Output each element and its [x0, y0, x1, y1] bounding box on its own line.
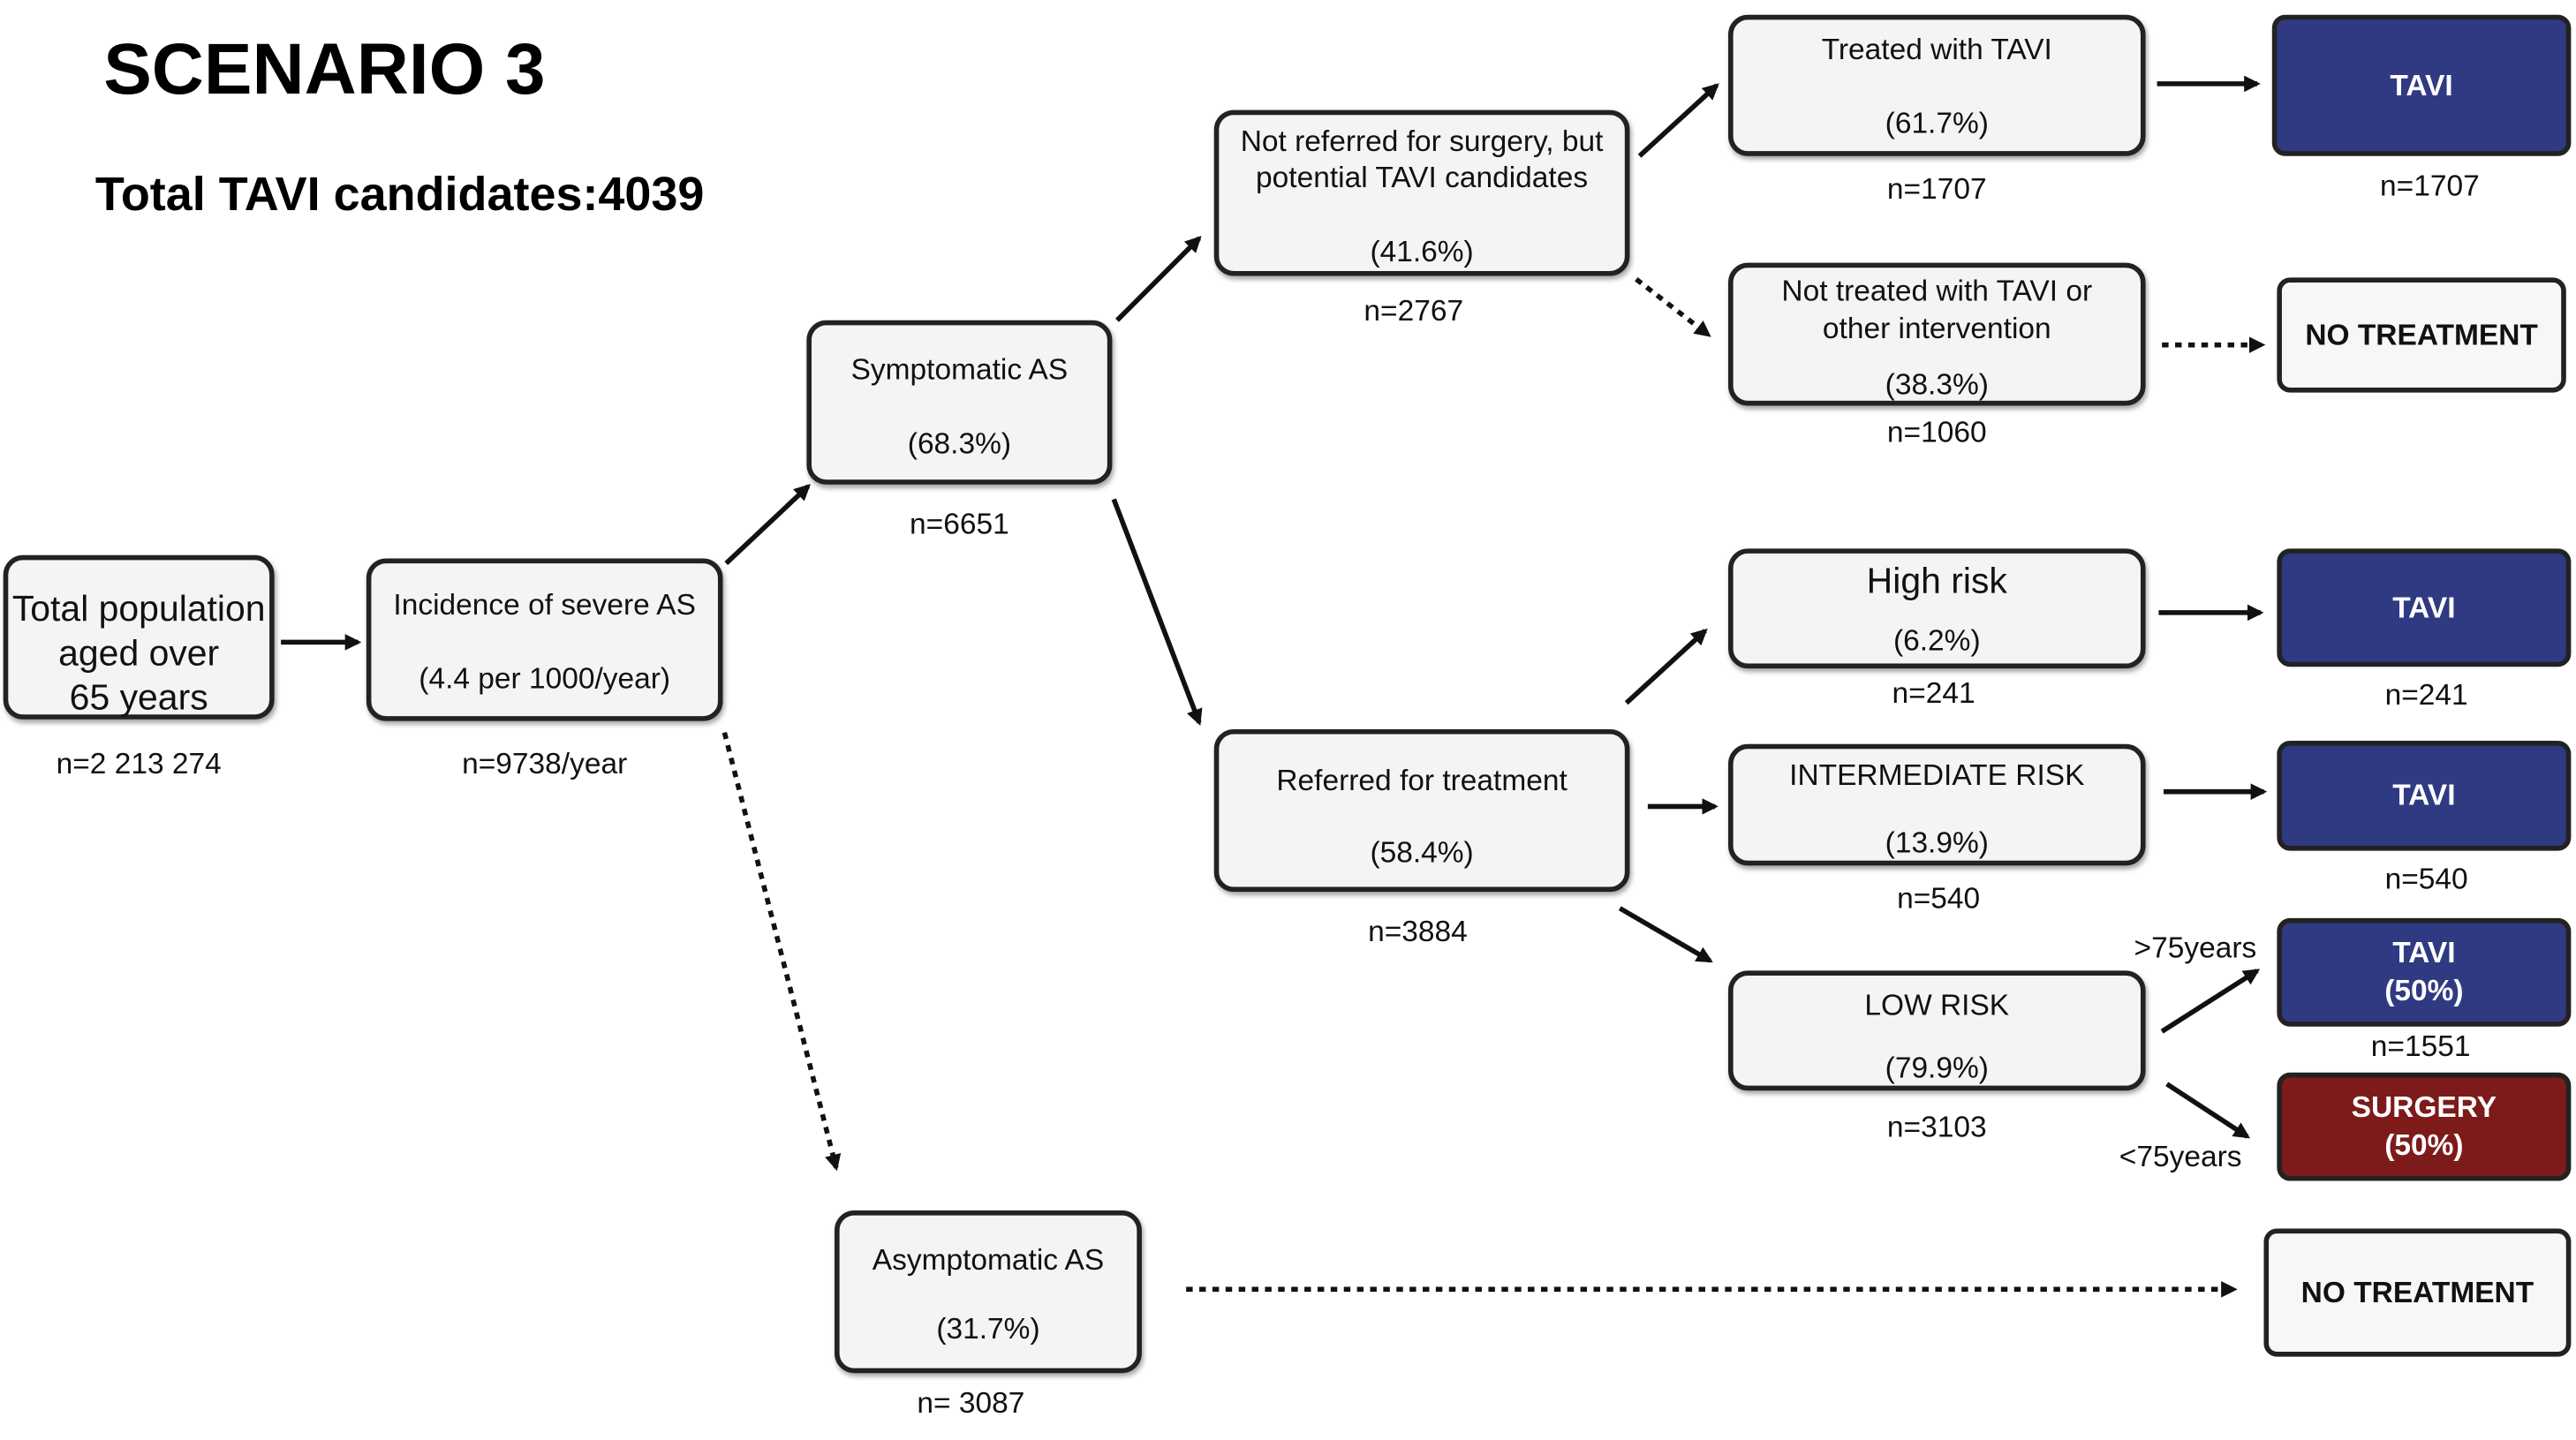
intermediate-risk-count: n=540 [1897, 881, 1981, 916]
asymptomatic-line1: Asymptomatic AS [872, 1243, 1105, 1277]
high-risk-count: n=241 [1892, 676, 1975, 710]
arrow-incidence-to-asymptomatic [721, 732, 842, 1172]
incidence-line2: (4.4 per 1000/year) [419, 661, 671, 695]
high-risk-line1: High risk [1866, 560, 2007, 601]
intermediate-risk-box: INTERMEDIATE RISK (13.9%) [1728, 743, 2146, 866]
treated-tavi-count: n=1707 [1886, 172, 1987, 206]
outcome-tavi-intermediate-count: n=540 [2384, 862, 2468, 895]
outcome-no-treatment-1-label: NO TREATMENT [2305, 317, 2538, 351]
arrow-symptomatic-to-referred [1111, 498, 1203, 727]
arrow-referred-to-high-risk [1624, 628, 1708, 705]
incidence-line1: Incidence of severe AS [393, 587, 696, 622]
high-risk-box: High risk (6.2%) [1728, 548, 2146, 669]
symptomatic-line2: (68.3%) [907, 426, 1012, 460]
age-over-75-label: >75years [2134, 931, 2257, 964]
population-line1: Total population [11, 587, 266, 630]
arrow-not-referred-to-treated [1637, 83, 1719, 158]
arrow-not-referred-to-not-treated [1635, 277, 1711, 337]
outcome-no-treatment-1: NO TREATMENT [2277, 277, 2566, 393]
high-risk-line2: (6.2%) [1892, 623, 1981, 658]
treated-tavi-line2: (61.7%) [1885, 106, 1989, 140]
not-treated-box: Not treated with TAVI or other intervent… [1728, 262, 2146, 406]
symptomatic-line1: Symptomatic AS [850, 352, 1069, 387]
referred-count: n=3884 [1368, 915, 1468, 948]
arrow-symptomatic-to-not-referred [1115, 236, 1202, 322]
outcome-tavi-low-risk-count: n=1551 [2370, 1029, 2471, 1063]
outcome-tavi-high-risk-label: TAVI [2392, 590, 2456, 623]
low-risk-line1: LOW RISK [1864, 988, 2010, 1022]
outcome-tavi-intermediate: TAVI [2277, 740, 2572, 851]
not-treated-line1: Not treated with TAVI or [1781, 274, 2093, 307]
outcome-no-treatment-2-label: NO TREATMENT [2300, 1275, 2534, 1308]
not-treated-line2: other intervention [1822, 312, 2051, 345]
not-referred-line2: potential TAVI candidates [1256, 161, 1589, 194]
total-candidates: Total TAVI candidates:4039 [94, 169, 705, 222]
outcome-tavi-low-risk-line2: (50%) [2384, 974, 2464, 1007]
outcome-tavi-intermediate-label: TAVI [2392, 778, 2456, 811]
referred-line2: (58.4%) [1370, 835, 1474, 870]
symptomatic-box: Symptomatic AS (68.3%) [806, 320, 1113, 485]
not-treated-line3: (38.3%) [1885, 367, 1989, 401]
low-risk-box: LOW RISK (79.9%) [1728, 970, 2146, 1091]
referred-box: Referred for treatment (58.4%) [1213, 728, 1630, 893]
outcome-tavi-low-risk-line1: TAVI [2392, 936, 2456, 969]
incidence-box: Incidence of severe AS (4.4 per 1000/yea… [366, 558, 723, 721]
asymptomatic-box: Asymptomatic AS (31.7%) [835, 1210, 1142, 1374]
population-count: n=2 213 274 [56, 747, 222, 780]
population-line2: aged over [58, 632, 220, 674]
low-risk-count: n=3103 [1886, 1110, 1987, 1143]
arrow-incidence-to-symptomatic [724, 484, 811, 566]
not-referred-line3: (41.6%) [1370, 235, 1474, 268]
arrow-low-risk-to-tavi [2160, 969, 2261, 1034]
population-box: Total population aged over 65 years [3, 554, 275, 720]
outcome-surgery-low-risk: SURGERY (50%) [2277, 1072, 2572, 1181]
outcome-surgery-low-risk-line2: (50%) [2384, 1128, 2464, 1162]
outcome-tavi-low-risk: TAVI (50%) [2277, 917, 2572, 1027]
population-line3: 65 years [69, 676, 208, 718]
symptomatic-count: n=6651 [910, 507, 1009, 541]
intermediate-risk-line1: INTERMEDIATE RISK [1789, 758, 2085, 792]
outcome-no-treatment-2: NO TREATMENT [2263, 1228, 2572, 1357]
treated-tavi-line1: Treated with TAVI [1821, 33, 2052, 66]
scenario-title: SCENARIO 3 [103, 29, 546, 110]
outcome-tavi-treated: TAVI [2271, 14, 2572, 156]
outcome-tavi-treated-label: TAVI [2390, 68, 2453, 102]
not-referred-box: Not referred for surgery, but potential … [1213, 109, 1630, 276]
not-treated-count: n=1060 [1886, 415, 1987, 449]
low-risk-line2: (79.9%) [1885, 1051, 1989, 1084]
outcome-tavi-high-risk: TAVI [2277, 548, 2572, 667]
asymptomatic-line2: (31.7%) [936, 1312, 1040, 1346]
outcome-tavi-high-risk-count: n=241 [2384, 678, 2468, 712]
age-under-75-label: <75years [2119, 1140, 2242, 1173]
not-referred-line1: Not referred for surgery, but [1240, 124, 1604, 158]
incidence-count: n=9738/year [462, 747, 628, 780]
outcome-surgery-low-risk-line1: SURGERY [2351, 1090, 2497, 1124]
outcome-tavi-treated-count: n=1707 [2380, 169, 2480, 202]
intermediate-risk-line2: (13.9%) [1885, 826, 1989, 859]
arrow-low-risk-to-surgery [2165, 1082, 2251, 1139]
not-referred-count: n=2767 [1364, 293, 1464, 328]
treated-tavi-box: Treated with TAVI (61.7%) [1728, 14, 2146, 156]
arrow-referred-to-low-risk [1618, 906, 1713, 963]
referred-line1: Referred for treatment [1276, 764, 1568, 797]
asymptomatic-count: n= 3087 [917, 1386, 1025, 1420]
